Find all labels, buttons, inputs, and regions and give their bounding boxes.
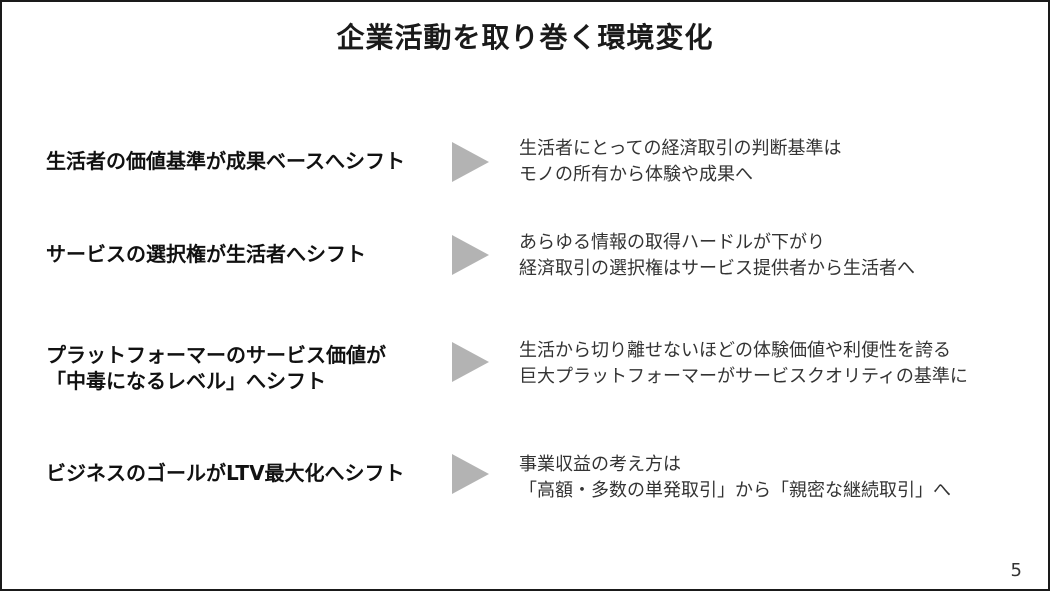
right-arrow-icon <box>452 142 489 182</box>
row-description: 生活者にとっての経済取引の判断基準は モノの所有から体験や成果へ <box>519 138 842 185</box>
row-heading: 生活者の価値基準が成果ベースへシフト <box>46 149 405 173</box>
page-number: 5 <box>1010 560 1022 581</box>
right-arrow-icon <box>452 342 489 382</box>
row-description: あらゆる情報の取得ハードルが下がり 経済取引の選択権はサービス提供者から生活者へ <box>519 232 915 279</box>
row-heading: プラットフォーマーのサービス価値が 「中毒になるレベル」へシフト <box>46 343 386 393</box>
right-arrow-icon <box>452 454 489 494</box>
row-description: 事業収益の考え方は 「高額・多数の単発取引」から「親密な継続取引」へ <box>519 454 951 501</box>
slide-title: 企業活動を取り巻く環境変化 <box>336 21 714 54</box>
right-arrow-icon <box>452 235 489 275</box>
row-description: 生活から切り離せないほどの体験価値や利便性を誇る 巨大プラットフォーマーがサービ… <box>519 340 968 387</box>
row-heading: サービスの選択権が生活者へシフト <box>46 242 366 266</box>
row-heading: ビジネスのゴールがLTV最大化へシフト <box>46 461 405 485</box>
